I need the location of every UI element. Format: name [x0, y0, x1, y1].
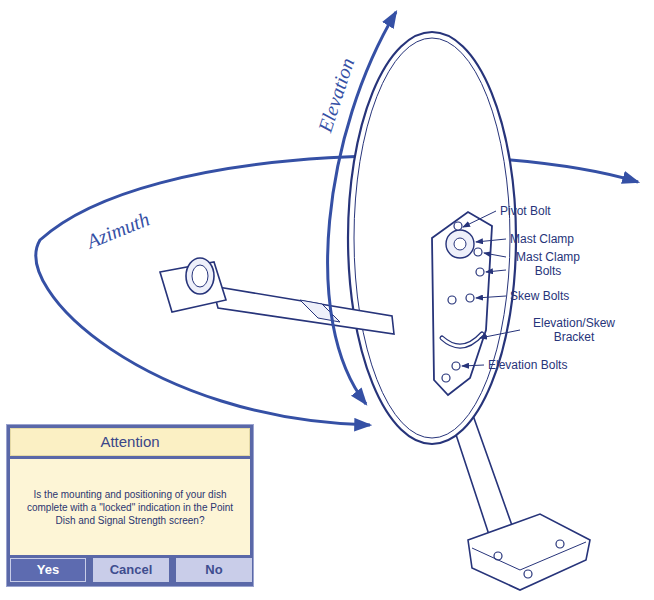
lnb-horn — [186, 258, 214, 294]
dialog-box: Attention Is the mounting and positioning… — [6, 424, 254, 587]
leader-line — [476, 239, 506, 242]
dish-inner-rim — [354, 38, 510, 438]
foot-hole — [556, 540, 564, 548]
dialog-button: Yes — [10, 558, 86, 582]
elevation-skew-slot-inner — [442, 334, 482, 346]
button-label: Yes — [37, 562, 59, 578]
lnb-horn-opening — [192, 265, 208, 287]
part-label: Mast Clamp — [510, 232, 574, 246]
part-label: Mast Clamp Bolts — [510, 250, 586, 278]
mount-foot — [468, 514, 590, 590]
dialog-message: Is the mounting and positioning of your … — [10, 459, 250, 555]
part-label: Elevation Bolts — [488, 358, 567, 372]
mast-clamp-hub — [454, 238, 466, 250]
motion-label: Azimuth — [83, 208, 152, 253]
mount-bracket — [432, 212, 492, 395]
leader-line — [486, 270, 506, 272]
dialog-button: No — [176, 558, 252, 582]
part-label: Pivot Bolt — [500, 204, 551, 218]
mast-clamp-bolt — [474, 248, 482, 256]
leader-line — [476, 296, 506, 298]
skew-bolt — [466, 294, 474, 302]
dialog-button: Cancel — [93, 558, 169, 582]
button-label: No — [205, 562, 222, 578]
azimuth-arrow — [36, 155, 638, 425]
mast-clamp-bolt — [476, 268, 484, 276]
elevation-skew-slot — [442, 334, 482, 346]
dialog-title: Attention — [10, 428, 250, 456]
foot-edge — [472, 542, 586, 570]
button-label: Cancel — [110, 562, 153, 578]
foot-hole — [494, 552, 502, 560]
dish-rim — [348, 32, 516, 444]
foot-hole — [524, 570, 532, 578]
leader-line — [484, 253, 506, 257]
feed-arm — [212, 286, 394, 334]
part-label: Elevation/Skew Bracket — [524, 316, 624, 344]
leader-line — [462, 365, 484, 366]
elevation-bolt — [452, 362, 460, 370]
arm-joint — [300, 300, 340, 322]
motion-label: Elevation — [314, 55, 359, 135]
skew-bolt — [448, 296, 456, 304]
part-label: Skew Bolts — [510, 289, 569, 303]
leader-line — [463, 211, 496, 227]
pivot-bolt — [454, 222, 462, 230]
mast-clamp — [446, 230, 474, 258]
elevation-bolt — [442, 374, 450, 382]
leader-line — [480, 330, 520, 338]
